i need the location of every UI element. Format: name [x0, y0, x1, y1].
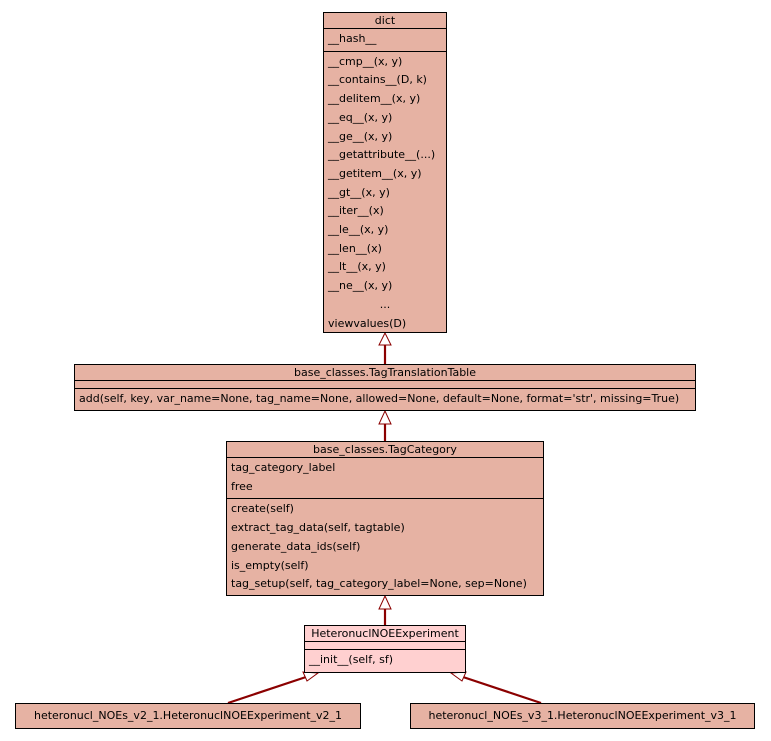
class-heteronucl-noe-experiment: HeteronuclNOEExperiment __init__(self, s…: [304, 625, 466, 673]
class-name: dict: [324, 13, 446, 29]
arrowhead-dict: [378, 331, 392, 346]
method: tag_setup(self, tag_category_label=None,…: [231, 577, 527, 591]
method: add(self, key, var_name=None, tag_name=N…: [79, 392, 680, 405]
method: __ne__(x, y): [328, 279, 393, 293]
arrowhead-tagcategory: [378, 594, 392, 610]
class-tag-category: base_classes.TagCategory tag_category_la…: [226, 441, 544, 596]
method: __le__(x, y): [328, 223, 389, 237]
method: generate_data_ids(self): [231, 539, 361, 553]
method-ellipsis: ...: [379, 297, 391, 311]
method: __iter__(x): [328, 204, 384, 218]
method: __getattribute__(...): [328, 148, 436, 162]
class-name: base_classes.TagTranslationTable: [75, 365, 695, 381]
method: __getitem__(x, y): [328, 166, 422, 180]
class-heteronucl-noe-experiment-v3-1: heteronucl_NOEs_v3_1.HeteronuclNOEExperi…: [410, 703, 755, 729]
method: create(self): [231, 502, 294, 516]
method: __delitem__(x, y): [328, 92, 421, 106]
attribute-section: [75, 381, 695, 389]
class-heteronucl-noe-experiment-v2-1: heteronucl_NOEs_v2_1.HeteronuclNOEExperi…: [15, 703, 361, 729]
method: __eq__(x, y): [328, 110, 393, 124]
class-name: heteronucl_NOEs_v2_1.HeteronuclNOEExperi…: [33, 709, 343, 722]
method: __lt__(x, y): [328, 260, 386, 274]
attribute-section: __hash__: [324, 29, 446, 52]
class-name: base_classes.TagCategory: [227, 442, 543, 458]
attribute: free: [231, 479, 253, 493]
edge-v3-to-heteronucl: [462, 675, 542, 705]
method: extract_tag_data(self, tagtable): [231, 521, 405, 535]
method: __contains__(D, k): [328, 73, 427, 87]
class-name: HeteronuclNOEExperiment: [305, 626, 465, 642]
method-section: __cmp__(x, y) __contains__(D, k) __delit…: [324, 52, 446, 336]
method: __gt__(x, y): [328, 185, 390, 199]
attribute-section: tag_category_label free: [227, 458, 543, 500]
method: __ge__(x, y): [328, 129, 393, 143]
method: __cmp__(x, y): [328, 54, 403, 68]
method: __init__(self, sf): [309, 653, 394, 666]
edge-v2-to-heteronucl: [227, 675, 307, 705]
attribute: tag_category_label: [231, 461, 336, 474]
method-section: __init__(self, sf): [305, 650, 465, 672]
arrowhead-tagtranslationtable: [378, 409, 392, 425]
method: viewvalues(D): [328, 316, 407, 330]
class-name: heteronucl_NOEs_v3_1.HeteronuclNOEExperi…: [428, 709, 737, 722]
arrowhead-v3: [449, 671, 467, 682]
attribute-section: [305, 642, 465, 650]
class-tag-translation-table: base_classes.TagTranslationTable add(sel…: [74, 364, 696, 411]
arrowhead-v2: [302, 671, 320, 682]
class-dict: dict __hash__ __cmp__(x, y) __contains__…: [323, 12, 447, 333]
method: __len__(x): [328, 241, 382, 255]
method: is_empty(self): [231, 558, 309, 572]
attribute: __hash__: [328, 32, 377, 45]
method-section: create(self) extract_tag_data(self, tagt…: [227, 499, 543, 596]
method-section: add(self, key, var_name=None, tag_name=N…: [75, 389, 695, 411]
